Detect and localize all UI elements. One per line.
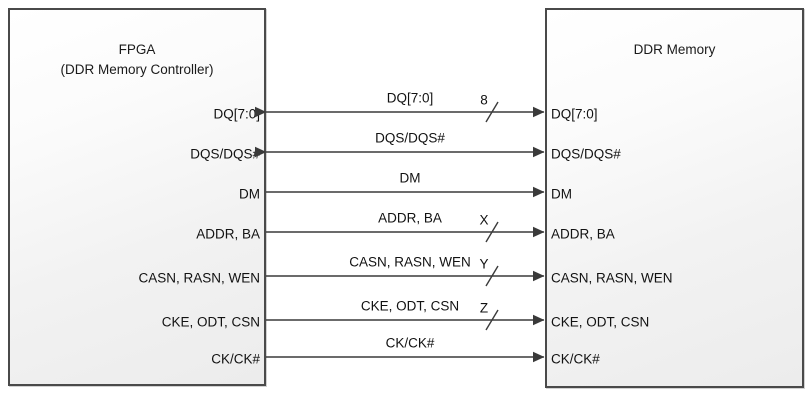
- wire-label-dqs: DQS/DQS#: [375, 130, 445, 146]
- fpga-port-dqs: DQS/DQS#: [190, 146, 260, 162]
- bus-slash-dq: [485, 101, 499, 123]
- ddr-title-line1: DDR Memory: [633, 42, 716, 57]
- wire-label-addr_ba: ADDR, BA: [378, 210, 442, 226]
- ddr-port-cke_odt_csn: CKE, ODT, CSN: [551, 314, 650, 330]
- ddr-port-dm: DM: [551, 186, 572, 202]
- fpga-port-cke_odt_csn: CKE, ODT, CSN: [161, 314, 260, 330]
- fpga-block: FPGA (DDR Memory Controller) DQ[7:0] DQS/…: [8, 8, 266, 386]
- bus-slash-casn_rasn_wen: [485, 265, 499, 287]
- ddr-block-title: DDR Memory: [547, 40, 802, 60]
- fpga-port-dm: DM: [239, 186, 260, 202]
- ddr-port-ck: CK/CK#: [551, 351, 600, 367]
- fpga-port-dq: DQ[7:0]: [213, 106, 260, 122]
- fpga-title-line2: (DDR Memory Controller): [60, 61, 214, 77]
- wire-label-dq: DQ[7:0]: [386, 90, 434, 106]
- bus-width-label-dq: 8: [480, 92, 488, 108]
- ddr-port-dq: DQ[7:0]: [551, 106, 598, 122]
- ddr-memory-block: DDR Memory DQ[7:0] DQS/DQS# DM ADDR, BA CASN…: [545, 8, 804, 388]
- fpga-port-ck: CK/CK#: [211, 351, 260, 367]
- bus-width-label-addr_ba: X: [479, 212, 489, 228]
- fpga-title-line1: FPGA: [118, 42, 156, 57]
- bus-slash-cke_odt_csn: [485, 309, 499, 331]
- fpga-port-casn_rasn_wen: CASN, RASN, WEN: [138, 270, 260, 286]
- wire-label-cke_odt_csn: CKE, ODT, CSN: [360, 298, 460, 314]
- wire-label-dm: DM: [399, 170, 421, 186]
- bus-width-label-casn_rasn_wen: Y: [479, 256, 489, 272]
- fpga-block-title: FPGA (DDR Memory Controller): [10, 40, 264, 79]
- fpga-port-addr_ba: ADDR, BA: [196, 226, 260, 242]
- ddr-port-casn_rasn_wen: CASN, RASN, WEN: [551, 270, 673, 286]
- ddr-port-dqs: DQS/DQS#: [551, 146, 621, 162]
- bus-width-label-cke_odt_csn: Z: [479, 300, 489, 316]
- bus-slash-addr_ba: [485, 221, 499, 243]
- wire-label-casn_rasn_wen: CASN, RASN, WEN: [349, 254, 471, 270]
- ddr-port-addr_ba: ADDR, BA: [551, 226, 615, 242]
- wire-label-ck: CK/CK#: [385, 335, 435, 351]
